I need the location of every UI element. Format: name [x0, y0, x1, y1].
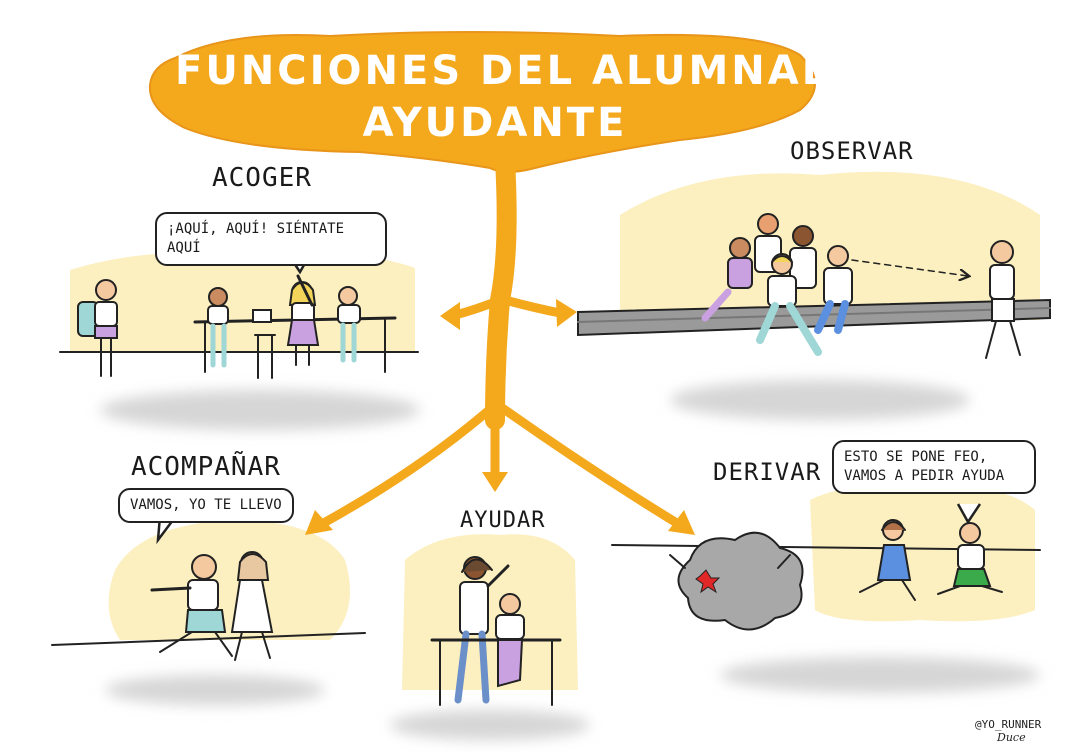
credit-signature: Duce	[997, 731, 1026, 744]
scene-backgrounds	[70, 171, 1040, 690]
credit-handle: @YO_RUNNER	[975, 718, 1042, 731]
speech-derivar-line-2: VAMOS A PEDIR AYUDA	[844, 467, 1005, 484]
speech-derivar-line-1: ESTO SE PONE FEO,	[844, 449, 988, 465]
title-line-1: FUNCIONES DEL ALUMNADO	[175, 48, 875, 94]
speech-acoger: ¡AQUÍ, AQUÍ! SIÉNTATE AQUÍ	[167, 221, 345, 256]
speech-acompanar: VAMOS, YO TE LLEVO	[130, 497, 282, 513]
scene-derivar	[611, 519, 1041, 631]
speech-bubble-derivar: ESTO SE PONE FEO, VAMOS A PEDIR AYUDA	[832, 440, 1036, 494]
credit: @YO_RUNNER Duce	[975, 718, 1041, 744]
label-observar: OBSERVAR	[790, 137, 914, 165]
title-blob	[148, 31, 816, 173]
label-derivar: DERIVAR	[713, 458, 822, 486]
scene-acoger	[59, 274, 419, 379]
page-title: FUNCIONES DEL ALUMNADO AYUDANTE	[175, 48, 875, 146]
tree-arrowheads	[305, 299, 695, 535]
label-acompanar: ACOMPAÑAR	[131, 452, 281, 482]
fight-cloud	[677, 531, 804, 631]
speech-bubble-acompanar: VAMOS, YO TE LLEVO	[118, 488, 294, 523]
scene-ayudar	[430, 556, 562, 706]
title-line-2: AYUDANTE	[362, 100, 628, 146]
ground-shadows	[100, 380, 1040, 740]
scene-observar	[577, 213, 1051, 359]
label-ayudar: AYUDAR	[460, 508, 546, 533]
speech-bubble-acoger: ¡AQUÍ, AQUÍ! SIÉNTATE AQUÍ	[155, 212, 387, 266]
scene-acompanar	[51, 551, 366, 661]
label-acoger: ACOGER	[212, 163, 312, 193]
tree-branches	[315, 150, 685, 530]
